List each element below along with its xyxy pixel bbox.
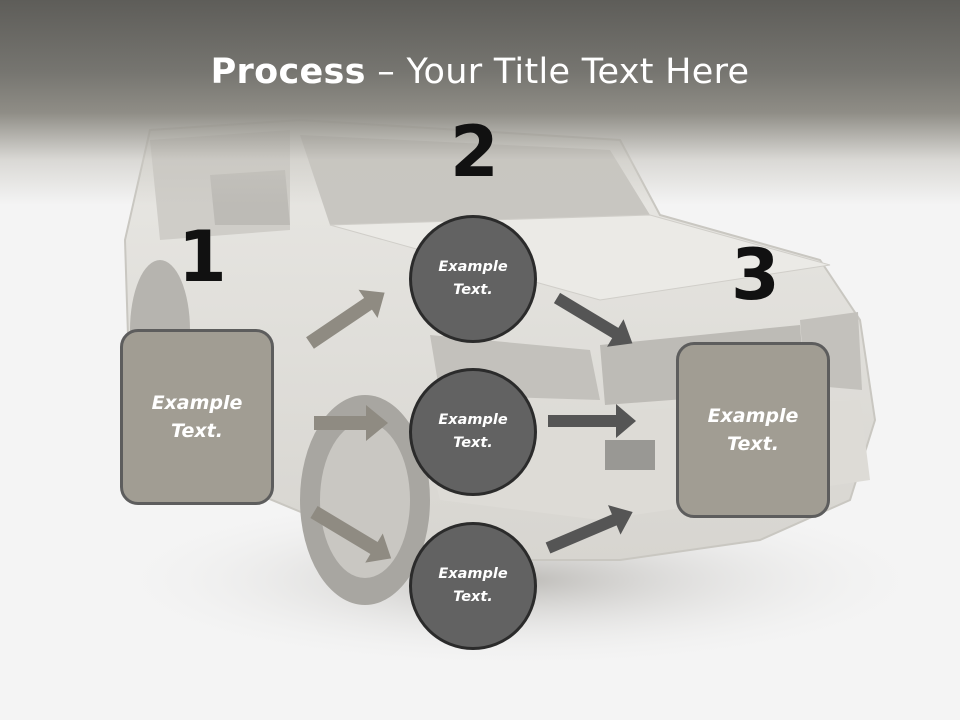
left-box-line1: Example xyxy=(151,391,243,414)
right-arrows xyxy=(545,292,636,554)
circle-1: Example Text. xyxy=(409,215,537,343)
circle-1-line2: Text. xyxy=(453,282,493,298)
right-text-box: Example Text. xyxy=(676,342,830,518)
circle-2: Example Text. xyxy=(409,368,537,496)
circle-2-line2: Text. xyxy=(453,435,493,451)
arrow-to-circle-3 xyxy=(310,505,392,563)
step-number-3: 3 xyxy=(731,234,780,316)
right-box-line1: Example xyxy=(707,404,799,427)
circle-3-line1: Example xyxy=(438,565,508,582)
slide-title: Process – Your Title Text Here xyxy=(0,52,960,92)
left-arrows xyxy=(306,289,392,563)
step-number-2: 2 xyxy=(450,111,499,193)
arrow-from-circle-3 xyxy=(545,505,633,554)
title-band xyxy=(0,0,960,205)
circle-3-line2: Text. xyxy=(453,589,493,605)
title-bold: Process xyxy=(210,52,366,92)
title-rest: – Your Title Text Here xyxy=(365,52,750,92)
arrow-from-circle-2 xyxy=(548,404,636,438)
arrow-to-circle-1 xyxy=(306,289,385,349)
circle-1-line1: Example xyxy=(438,258,508,275)
arrow-from-circle-1 xyxy=(553,292,633,347)
right-box-line2: Text. xyxy=(727,433,779,455)
arrow-to-circle-2 xyxy=(314,405,388,441)
circle-3: Example Text. xyxy=(409,522,537,650)
step-number-1: 1 xyxy=(178,216,227,298)
circle-2-line1: Example xyxy=(438,411,508,428)
left-box-line2: Text. xyxy=(171,420,223,442)
left-text-box: Example Text. xyxy=(120,329,274,505)
